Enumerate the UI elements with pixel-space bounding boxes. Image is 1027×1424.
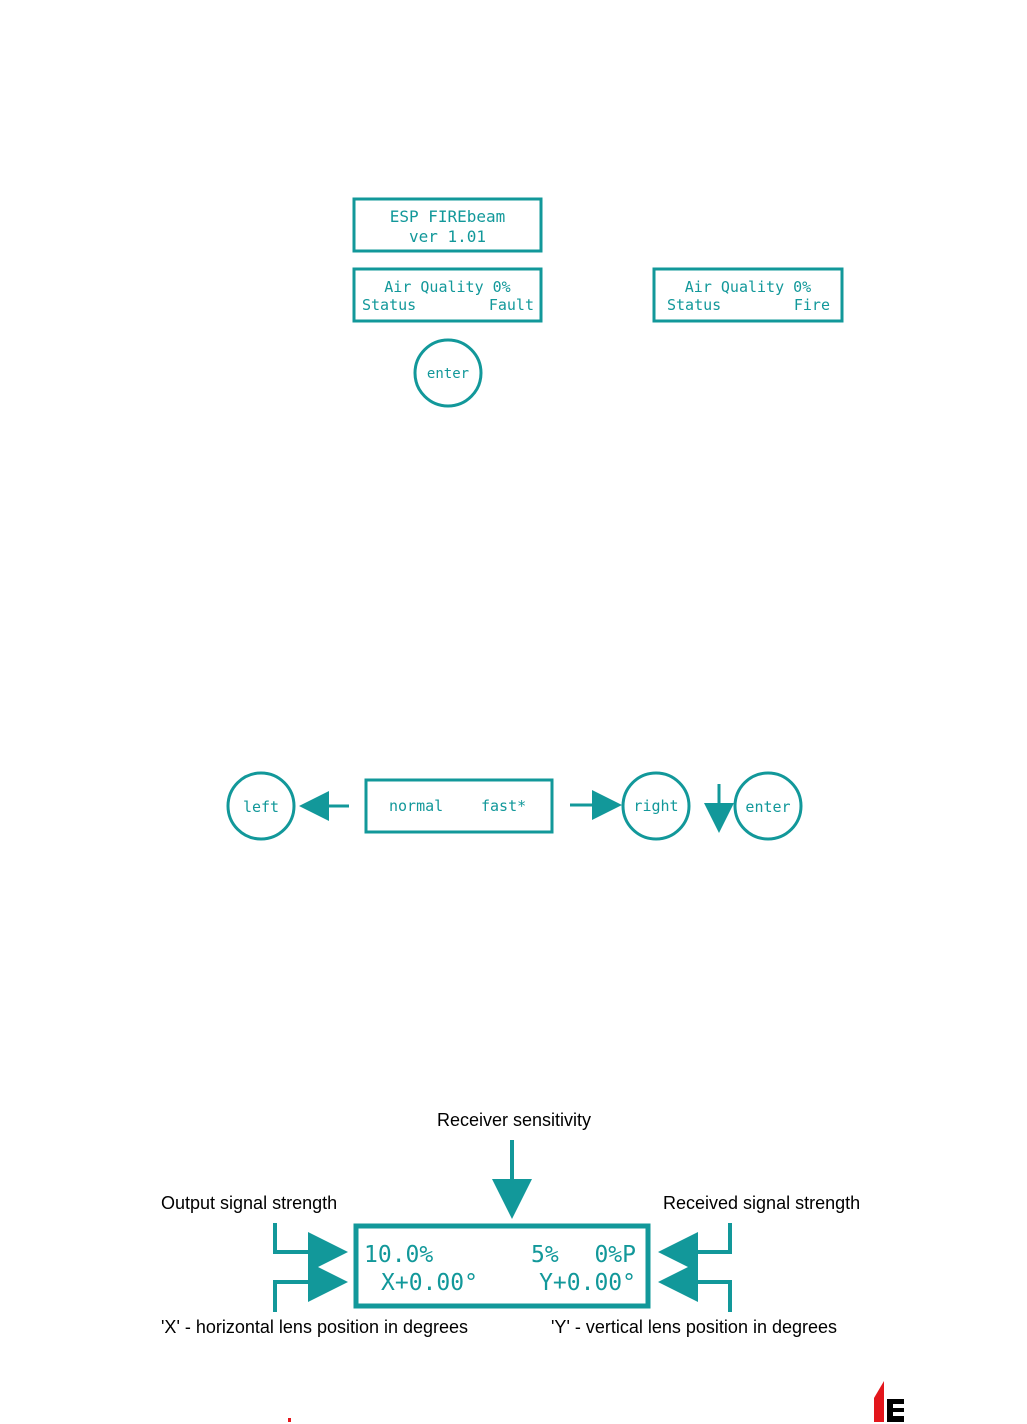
enter-button-startup-label: enter <box>427 366 469 382</box>
fault-status-value: Fault <box>489 296 534 314</box>
version-display <box>352 197 543 253</box>
received-signal-label: Received signal strength <box>663 1193 860 1213</box>
y-position-text: Y+0.00° <box>539 1270 636 1296</box>
speed-display <box>364 778 554 834</box>
x-position-text: X+0.00° <box>381 1270 478 1296</box>
signal-display <box>353 1223 651 1309</box>
received-value-text: 0%P <box>594 1242 636 1268</box>
sensitivity-value-text: 5% <box>531 1242 559 1268</box>
speed-option-normal: normal <box>389 797 443 815</box>
output-signal-label: Output signal strength <box>161 1193 337 1213</box>
x-position-arrow <box>273 1262 348 1312</box>
fault-air-quality-text: Air Quality 0% <box>384 278 510 296</box>
right-button-label: right <box>633 797 678 815</box>
brand-logo-icon <box>874 1381 904 1422</box>
footer-mark <box>288 1418 291 1422</box>
fire-air-quality-text: Air Quality 0% <box>685 278 811 296</box>
enter-button-speed-label: enter <box>745 798 790 816</box>
left-button-label: left <box>243 798 279 816</box>
left-button[interactable] <box>226 771 296 841</box>
x-position-label: 'X' - horizontal lens position in degree… <box>161 1317 468 1337</box>
received-signal-arrow <box>658 1223 732 1272</box>
enter-button-speed[interactable] <box>733 771 803 841</box>
speed-select-diagram: left normal fast* right enter <box>226 771 803 841</box>
signal-display-diagram: Receiver sensitivity Output signal stren… <box>161 1110 860 1337</box>
version-line-2: ver 1.01 <box>409 227 486 246</box>
fire-status-label: Status <box>667 296 721 314</box>
fire-status-value: Fire <box>794 296 830 314</box>
fire-status-display <box>652 267 844 323</box>
output-value-text: 10.0% <box>364 1242 433 1268</box>
version-line-1: ESP FIREbeam <box>390 207 506 226</box>
startup-diagram: ESP FIREbeam ver 1.01 Air Quality 0% Sta… <box>352 197 844 408</box>
right-button[interactable] <box>621 771 691 841</box>
fault-status-display <box>352 267 543 323</box>
receiver-sensitivity-label: Receiver sensitivity <box>437 1110 591 1130</box>
enter-button-startup[interactable] <box>413 338 483 408</box>
speed-option-fast: fast* <box>481 797 526 815</box>
y-position-label: 'Y' - vertical lens position in degrees <box>551 1317 837 1337</box>
y-position-arrow <box>658 1262 732 1312</box>
output-signal-arrow <box>273 1223 348 1272</box>
fault-status-label: Status <box>362 296 416 314</box>
